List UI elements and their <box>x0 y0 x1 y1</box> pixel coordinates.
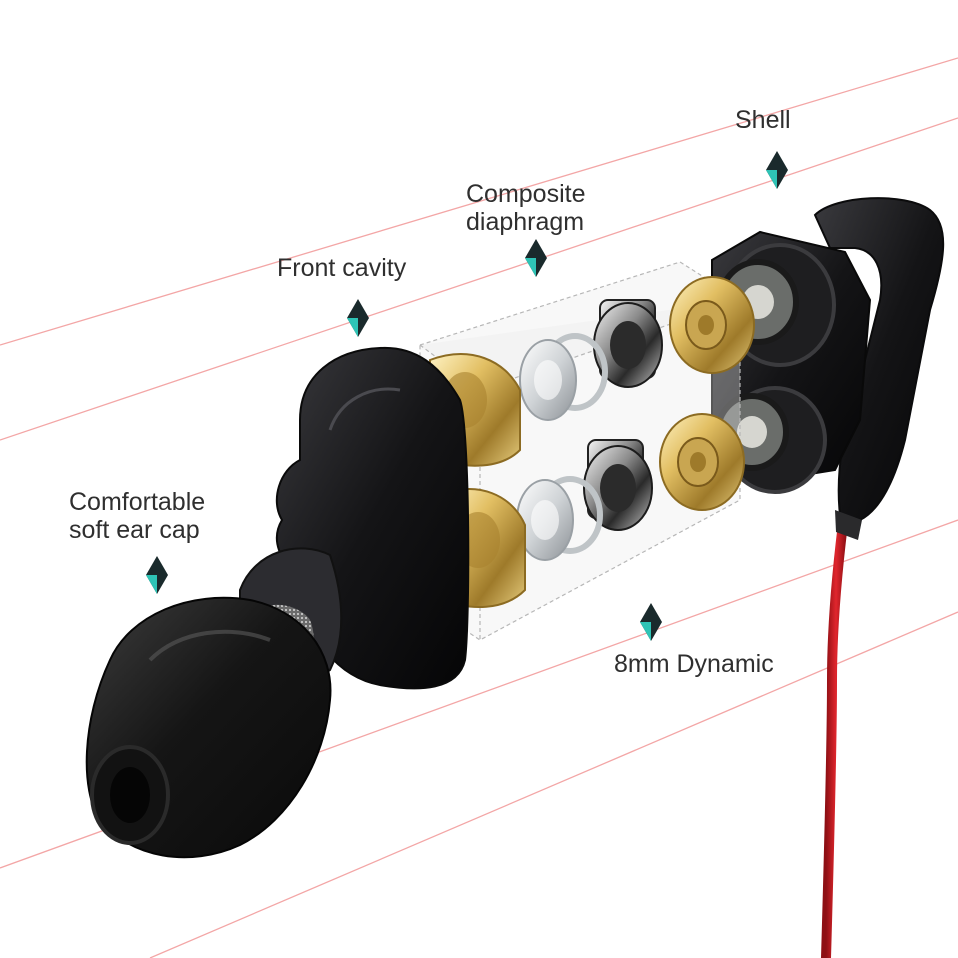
label-front-cavity: Front cavity <box>277 254 407 282</box>
marker-8mm-dynamic <box>640 603 662 641</box>
lower-driver-stack <box>516 413 745 561</box>
guide-line <box>0 57 958 346</box>
label-8mm-dynamic: 8mm Dynamic <box>614 650 774 678</box>
marker-shell <box>766 151 788 189</box>
red-cable <box>821 495 851 958</box>
upper-driver-stack <box>519 276 755 421</box>
ear-cap <box>85 596 332 859</box>
marker-soft-ear-cap <box>146 556 168 594</box>
guide-line <box>149 611 958 958</box>
label-soft-ear-cap: soft ear cap <box>69 516 200 544</box>
rear-shell <box>711 197 945 540</box>
label-shell: Shell <box>735 106 791 134</box>
guide-line <box>0 117 958 441</box>
label-comfortable: Comfortable <box>69 488 206 516</box>
label-diaphragm: diaphragm <box>466 208 585 236</box>
marker-front-cavity <box>347 299 369 337</box>
marker-composite-diaphragm <box>525 239 547 277</box>
label-composite: Composite <box>466 180 586 208</box>
